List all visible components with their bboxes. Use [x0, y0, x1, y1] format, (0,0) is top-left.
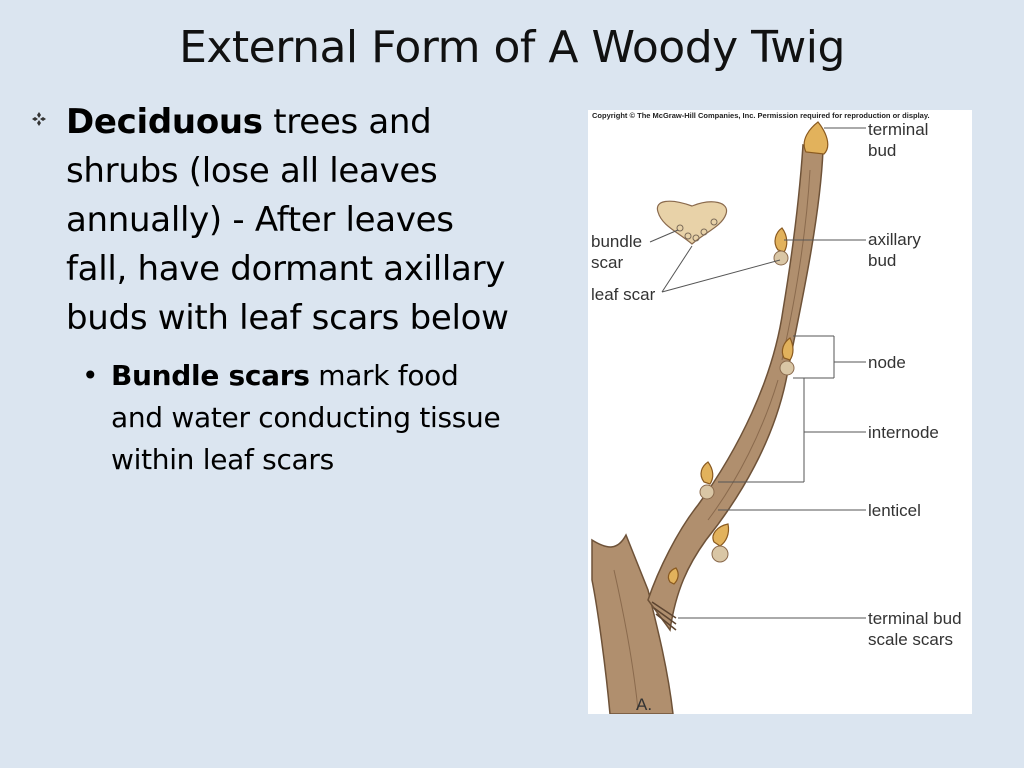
axillary-bud-1 [774, 227, 788, 253]
bullet-bundle-scars: • Bundle scars mark food and water condu… [82, 355, 510, 481]
label-bud-scale-scars: terminal bud scale scars [868, 608, 962, 650]
label-bundle-scar-line1: bundle [591, 232, 643, 251]
label-axillary-bud-line2: bud [868, 251, 897, 270]
label-bundle-scar-line2: scar [591, 253, 624, 272]
axillary-bud-3 [700, 461, 714, 485]
label-bundle-scar: bundle scar [591, 231, 642, 273]
label-leaf-scar: leaf scar [591, 285, 656, 304]
label-axillary-bud: axillary bud [868, 229, 921, 271]
slide-title: External Form of A Woody Twig [179, 22, 845, 73]
label-panel-a: A. [636, 695, 653, 714]
label-terminal-bud-line2: bud [868, 141, 897, 160]
label-node: node [868, 353, 906, 372]
bud-scale-scars [651, 601, 677, 631]
label-internode: internode [868, 423, 939, 442]
bullet-bundle-scars-bold: Bundle scars [111, 359, 310, 392]
label-terminal-bud-line1: terminal [868, 120, 929, 139]
leaf-scar-detail [656, 200, 728, 245]
terminal-bud [803, 121, 829, 155]
label-lenticel: lenticel [868, 501, 921, 520]
axillary-bud-4 [712, 523, 730, 547]
diamond-bullet-icon [32, 112, 46, 126]
bullet-deciduous: Deciduous trees and shrubs (lose all lea… [30, 98, 510, 343]
bullet-bundle-scars-text: mark food and water conducting tissue wi… [111, 359, 501, 476]
figure-copyright: Copyright © The McGraw-Hill Companies, I… [592, 111, 930, 120]
bullet-deciduous-bold: Deciduous [66, 102, 263, 142]
label-terminal-bud: terminal bud [868, 119, 928, 161]
slide-body: Deciduous trees and shrubs (lose all lea… [30, 98, 510, 481]
dot-bullet-icon: • [82, 359, 99, 392]
axillary-bud-5 [667, 567, 679, 585]
label-bud-scale-scars-line1: terminal bud [868, 609, 962, 628]
twig-illustration [591, 121, 866, 714]
label-bud-scale-scars-line2: scale scars [868, 630, 954, 649]
bullet-deciduous-text: trees and shrubs (lose all leaves annual… [66, 102, 509, 338]
woody-twig-figure: Copyright © The McGraw-Hill Companies, I… [588, 110, 972, 714]
axillary-bud-2 [781, 337, 794, 361]
trunk [591, 533, 674, 714]
label-axillary-bud-line1: axillary [868, 230, 921, 249]
